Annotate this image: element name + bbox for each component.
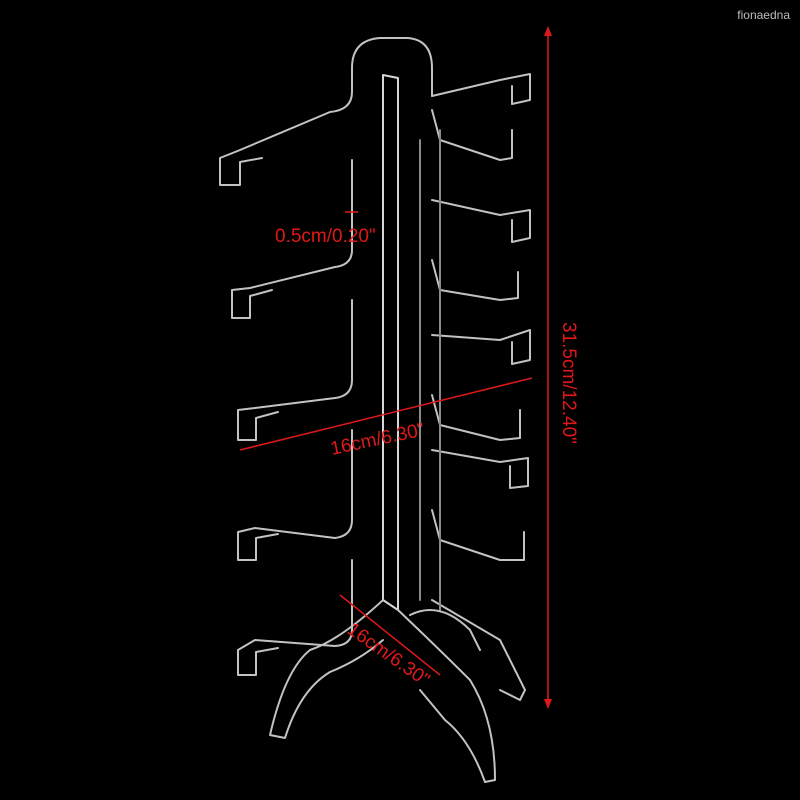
acrylic-stand <box>219 37 531 783</box>
width-label: 16cm/6.30" <box>329 420 427 460</box>
base-feet <box>269 599 496 783</box>
watermark: fionaedna <box>737 8 790 22</box>
right-arms <box>431 73 531 701</box>
left-arms <box>231 159 353 676</box>
depth-line <box>339 594 441 676</box>
measure-lines <box>239 26 552 709</box>
height-label: 31.5cm/12.40" <box>558 322 579 444</box>
tab-thickness-label: 0.5cm/0.20" <box>275 226 376 247</box>
width-line <box>239 377 533 451</box>
